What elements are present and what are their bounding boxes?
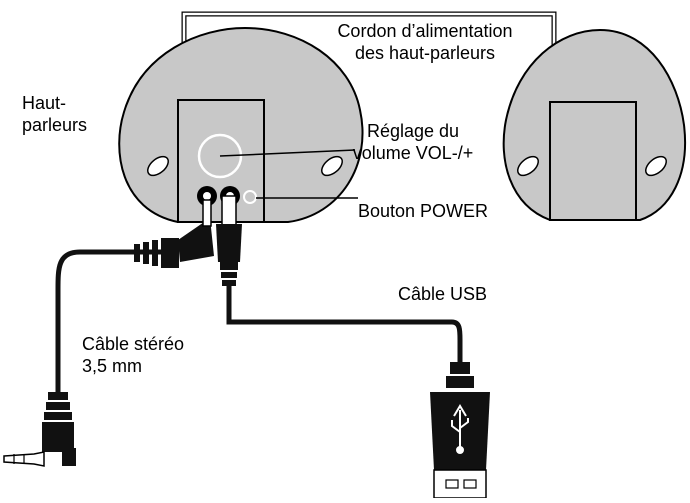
stereo-cable-label: Câble stéréo 3,5 mm (82, 333, 184, 377)
leader-lines (219, 149, 358, 199)
usb-trident-icon (451, 404, 469, 454)
volume-label: Réglage du volume VOL-/+ (338, 120, 488, 164)
power-cord-label-line2: des haut-parleurs (354, 43, 496, 63)
power-button (243, 190, 257, 204)
stereo-cable-label-line2: 3,5 mm (82, 356, 143, 376)
usb-cable (216, 195, 490, 499)
volume-label-line2: volume VOL-/+ (352, 143, 474, 163)
power-cord-label-line1: Cordon d’alimentation (337, 21, 513, 41)
right-speaker (502, 28, 686, 221)
speakers-label: Haut- parleurs (22, 92, 87, 136)
speakers-label-line2: parleurs (22, 115, 88, 135)
usb-cable-label: Câble USB (398, 284, 488, 304)
volume-label-line1: Réglage du (366, 121, 460, 141)
power-button-label: Bouton POWER (358, 201, 489, 221)
power-cord-label: Cordon d’alimentation des haut-parleurs (305, 20, 545, 64)
stereo-cable (3, 199, 214, 467)
speakers-label-line1: Haut- (22, 93, 67, 113)
stereo-cable-label-line1: Câble stéréo (82, 334, 185, 354)
